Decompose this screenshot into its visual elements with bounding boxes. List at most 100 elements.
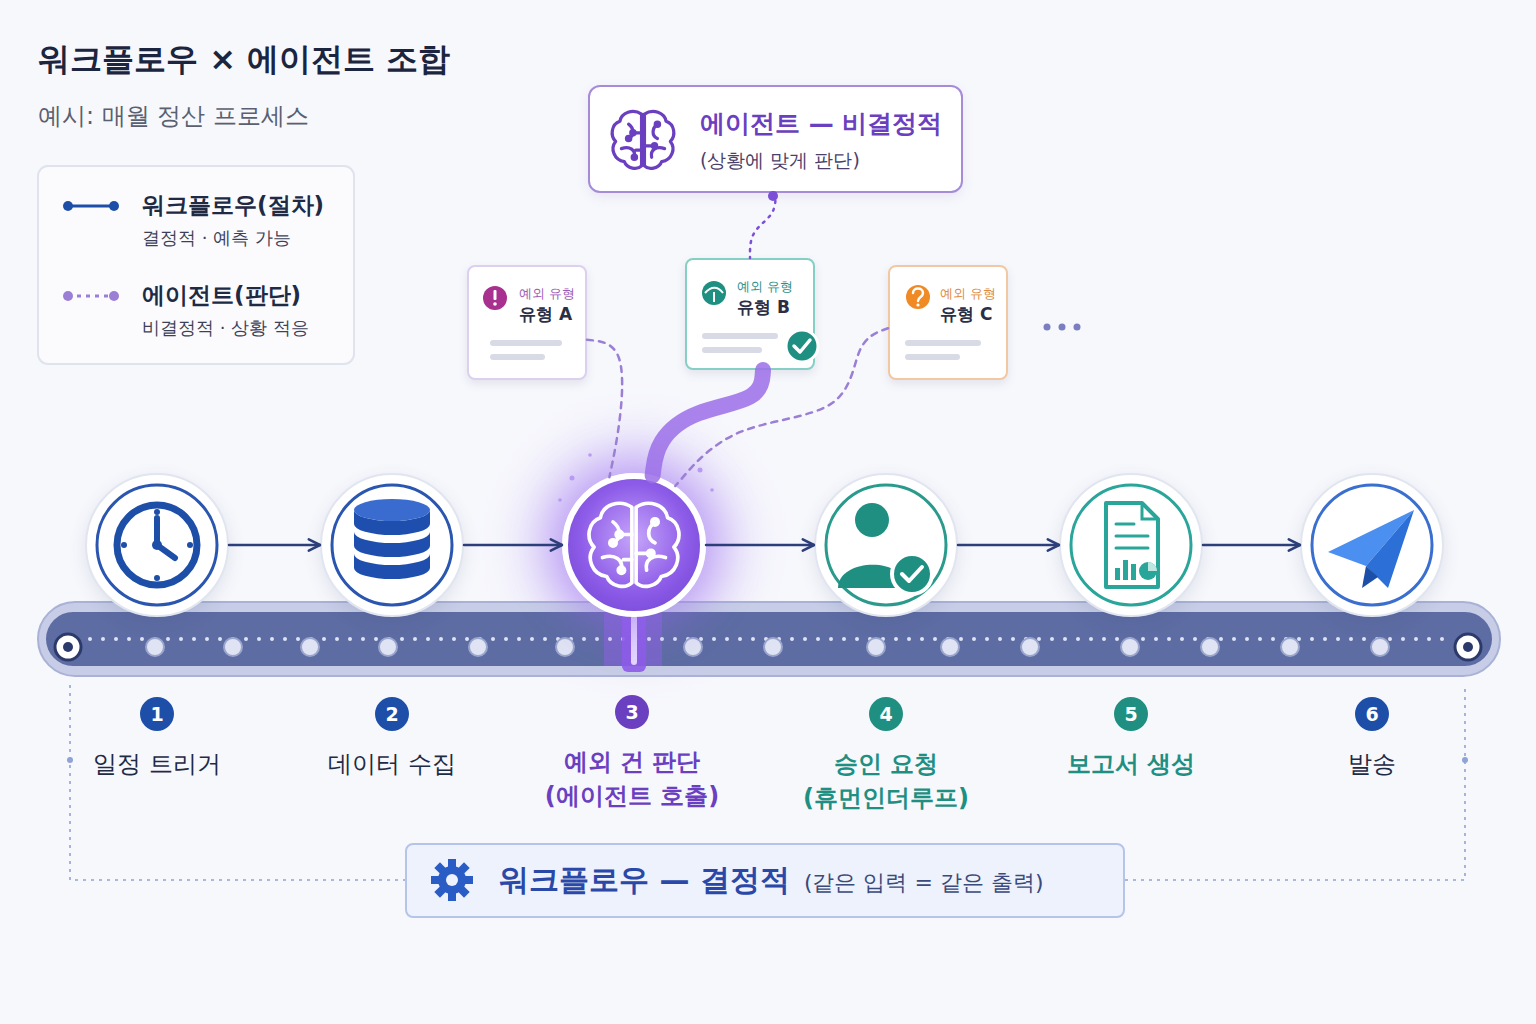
report-icon [1116,524,1148,548]
conveyor-belt [63,642,73,652]
agent-step: 3예외 건 판단 (에이전트 호출) [562,473,706,617]
gear-icon [448,859,456,869]
legend-text: 워크플로우(절차) [142,190,324,221]
conveyor-belt [38,602,1500,676]
agent-link [675,328,888,486]
gear-icon [431,859,473,901]
selected-check [794,340,810,352]
more-dots [1044,324,1081,331]
conveyor-belt [941,638,959,656]
more-dots [1044,324,1051,331]
conveyor-belt [764,638,782,656]
conveyor-belt [301,638,319,656]
step-ring [97,485,1432,605]
legend-note: 결정적 · 예측 가능 [142,226,291,250]
legend-entry: 워크플로우(절차) [62,190,324,221]
report-icon [1106,503,1158,587]
more-dots [1074,324,1081,331]
clock-icon [117,505,197,585]
flow-arrow [706,544,814,547]
approval-icon [838,503,932,594]
clock-icon [121,542,127,548]
callout-number: 5 [1114,697,1148,731]
conveyor-belt [556,638,574,656]
placeholder-lines [490,340,562,346]
exception-icon [705,288,723,302]
selected-check [786,330,818,362]
report-icon [1148,562,1157,571]
process-step: 4승인 요청 (휴먼인더루프) [814,473,958,617]
process-step: 5보고서 생성 [1059,473,1203,617]
brain-icon [698,468,703,473]
exception-icon [702,281,726,305]
clock-icon [157,518,175,558]
gear-icon [431,876,441,884]
card-k-text: 예외 유형 [940,285,1000,303]
legend-line [68,294,114,297]
conveyor-belt [469,638,487,656]
conveyor-belt [146,638,164,656]
callout-brain-icon [612,111,674,168]
card-t-text: 유형 C [940,303,1000,325]
process-step: 2데이터 수집 [320,473,464,617]
approval-icon [838,565,906,588]
callout-pointer [768,191,778,201]
conveyor-belt [631,615,637,665]
legend-swatch [62,288,120,304]
exception-icon [916,303,919,306]
step-label-text: 발송 [1262,747,1482,781]
agent-link [750,193,776,258]
conveyor-belt [46,612,1492,666]
legend-line [63,291,73,301]
send-icon [1362,566,1378,588]
brain-icon [589,503,679,586]
placeholder-lines [905,354,960,360]
step-ring [826,485,946,605]
exception-card: 예외 유형유형 A [467,265,587,380]
conveyor-belt [38,602,1500,676]
placeholder-lines [490,354,545,360]
flow-arrow [229,544,320,547]
flow-arrow [464,544,562,547]
placeholder-lines [905,340,981,346]
clock-icon [152,540,162,550]
conveyor-belt [1021,638,1039,656]
legend-line [109,201,119,211]
conveyor-belt [55,634,81,660]
placeholder-lines [490,333,981,360]
conveyor-belt [1463,642,1473,652]
step-label-text: 승인 요청 (휴먼인더루프) [776,747,996,815]
database-icon [354,554,430,579]
clock-icon [154,575,160,581]
conveyor-belt [90,637,1450,641]
conveyor-belt [379,638,397,656]
step-label-text: 보고서 생성 [1021,747,1241,781]
agent-link [653,370,763,475]
workflow-bracket [1462,757,1468,763]
placeholder-lines [702,347,762,353]
callout-h-text: 에이전트 — 비결정적 [700,107,951,141]
clock-icon [117,505,197,585]
database-icon [354,510,430,535]
step-label-text: 예외 건 판단 (에이전트 호출) [522,745,742,813]
brain-icon [570,476,575,481]
gear-icon [438,866,466,894]
clock-icon [187,542,193,548]
report-icon [1139,562,1157,580]
diagram-caption: 예시: 매월 정산 프로세스 [38,100,309,132]
clock-icon [154,509,160,515]
callout-number: 3 [615,695,649,729]
brain-icon [588,453,592,457]
card-k-text: 예외 유형 [737,278,807,296]
gear-icon [457,862,470,875]
send-icon [1366,510,1414,588]
approval-icon [902,567,922,581]
conveyor-belt [1455,634,1481,660]
legend-box [38,166,354,364]
exception-icon [493,302,497,306]
process-step: 6발송 [1300,473,1444,617]
workflow-bracket [67,757,73,763]
report-icon [1106,503,1158,587]
exception-icon [494,290,497,300]
